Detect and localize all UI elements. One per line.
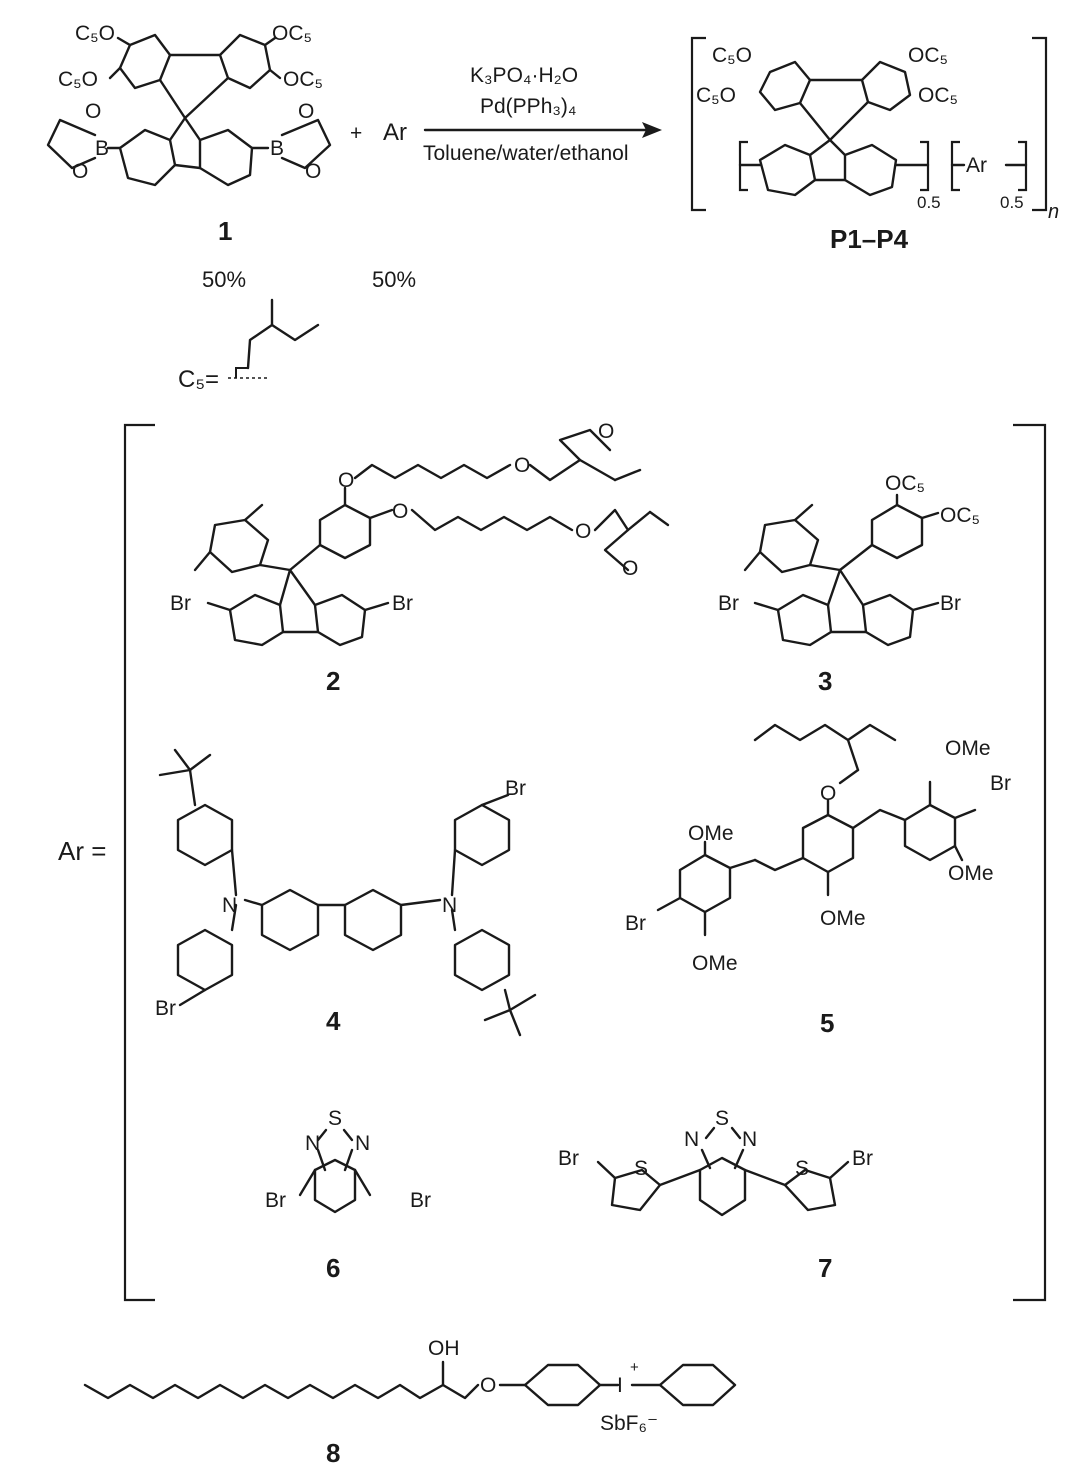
atom-b-1: B — [95, 137, 109, 160]
c6-sulfur: S — [328, 1107, 342, 1130]
atom-c5o-1: C₅O — [75, 22, 115, 45]
reaction-arrow — [423, 122, 662, 138]
atom-c5o-2: C₅O — [58, 68, 98, 91]
c2-oxygen-4: O — [575, 520, 591, 543]
c6-br-left: Br — [265, 1189, 286, 1212]
c3-br-left: Br — [718, 592, 739, 615]
compound-6-structure — [298, 1128, 372, 1214]
c2-oxygen-2: O — [392, 500, 408, 523]
c5-oxygen: O — [820, 782, 836, 805]
c3-br-right: Br — [940, 592, 961, 615]
c5-br-left: Br — [625, 912, 646, 935]
c3-oc5-1: OC₅ — [885, 472, 925, 495]
compound-label-8: 8 — [326, 1438, 340, 1468]
compound-2-structure — [193, 428, 670, 647]
monomer-1-structure — [46, 33, 332, 187]
c6-nitrogen-left: N — [305, 1132, 320, 1155]
compound-8-structure — [83, 1360, 737, 1407]
compound-label-7: 7 — [818, 1253, 832, 1283]
c8-counterion: SbF₆⁻ — [600, 1412, 658, 1435]
product-oc5-1: OC₅ — [908, 44, 948, 67]
c2-oxygen-3: O — [514, 454, 530, 477]
product-fraction-2: 0.5 — [1000, 193, 1024, 212]
c3-oc5-2: OC₅ — [940, 504, 980, 527]
product-fraction-1: 0.5 — [917, 193, 941, 212]
c8-positive-charge: + — [630, 1359, 639, 1376]
c2-oxetane-o-2: O — [622, 557, 638, 580]
ratio-right: 50% — [372, 267, 416, 292]
compound-label-1: 1 — [218, 216, 232, 246]
product-c5o-1: C₅O — [712, 44, 752, 67]
compound-label-2: 2 — [326, 666, 340, 696]
product-c5o-2: C₅O — [696, 84, 736, 107]
c7-sulfur-right: S — [795, 1157, 809, 1180]
atom-o-b3: O — [298, 100, 314, 123]
product-ar: Ar — [966, 154, 987, 177]
ar-equals: Ar = — [58, 836, 106, 866]
c2-oxygen-1: O — [338, 469, 354, 492]
c4-br-right: Br — [505, 777, 526, 800]
c7-br-left: Br — [558, 1147, 579, 1170]
atom-o-b2: O — [72, 160, 88, 183]
c4-br-left: Br — [155, 997, 176, 1020]
c7-sulfur-bt: S — [715, 1107, 729, 1130]
c6-nitrogen-right: N — [355, 1132, 370, 1155]
c7-nitrogen-right: N — [742, 1128, 757, 1151]
reagent-catalyst: Pd(PPh₃)₄ — [480, 95, 577, 118]
c5-br-right: Br — [990, 772, 1011, 795]
c2-oxetane-o-1: O — [598, 420, 614, 443]
product-label: P1–P4 — [830, 224, 909, 254]
compound-4-structure — [158, 748, 537, 1037]
compound-7-structure — [596, 1126, 850, 1217]
c7-br-right: Br — [852, 1147, 873, 1170]
c5-ome-2: OMe — [948, 862, 994, 885]
compound-3-structure — [743, 493, 940, 647]
plus-sign: + — [350, 122, 362, 145]
compound-label-3: 3 — [818, 666, 832, 696]
ar-bracket-right — [1013, 423, 1047, 1302]
atom-oc5-1: OC₅ — [272, 22, 312, 45]
product-structure — [690, 36, 1048, 212]
atom-o-b4: O — [305, 160, 321, 183]
reaction-solvent: Toluene/water/ethanol — [423, 142, 628, 165]
compound-label-6: 6 — [326, 1253, 340, 1283]
c4-nitrogen-left: N — [222, 894, 237, 917]
c2-br-left: Br — [170, 592, 191, 615]
compound-5-structure — [656, 723, 977, 937]
atom-b-2: B — [270, 137, 284, 160]
c5-ome-1: OMe — [945, 737, 991, 760]
atom-o-b1: O — [85, 100, 101, 123]
c4-nitrogen-right: N — [442, 894, 457, 917]
c8-iodine: I — [617, 1374, 623, 1397]
ratio-left: 50% — [202, 267, 246, 292]
c7-sulfur-left: S — [634, 1157, 648, 1180]
c5-definition: C₅= — [178, 366, 219, 393]
product-repeat-n: n — [1048, 201, 1059, 223]
c6-br-right: Br — [410, 1189, 431, 1212]
compound-label-4: 4 — [326, 1006, 341, 1036]
reagent-base: K₃PO₄·H₂O — [470, 64, 578, 87]
ar-reactant: Ar — [383, 119, 407, 146]
c5-ome-3: OMe — [820, 907, 866, 930]
c5-ome-5: OMe — [692, 952, 738, 975]
c8-hydroxyl: OH — [428, 1337, 460, 1360]
c5-2-methylbutyl-structure — [228, 298, 320, 379]
c5-ome-4: OMe — [688, 822, 734, 845]
ar-bracket-left — [123, 423, 155, 1302]
c2-br-right: Br — [392, 592, 413, 615]
c8-ether-oxygen: O — [480, 1374, 496, 1397]
compound-label-5: 5 — [820, 1008, 834, 1038]
c7-nitrogen-left: N — [684, 1128, 699, 1151]
atom-oc5-2: OC₅ — [283, 68, 323, 91]
product-oc5-2: OC₅ — [918, 84, 958, 107]
